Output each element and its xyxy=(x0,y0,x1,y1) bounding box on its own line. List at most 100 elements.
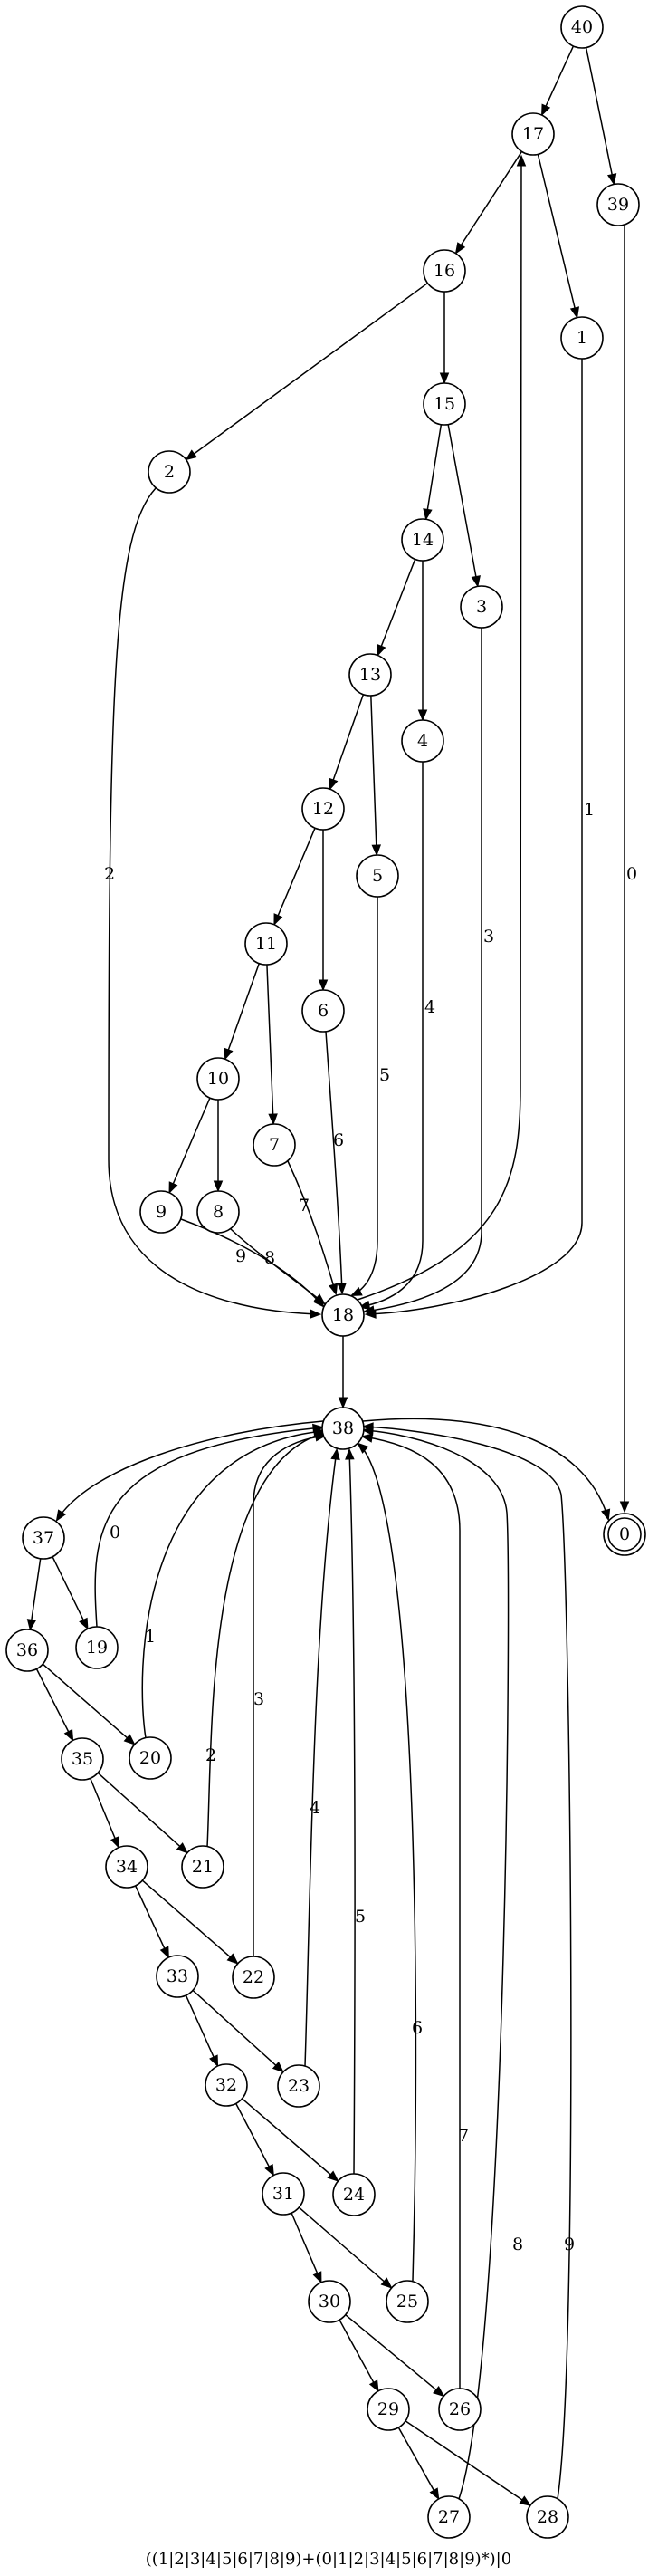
state-node-33: 33 xyxy=(156,1955,199,1998)
edge-label: 7 xyxy=(458,2126,469,2146)
edge-line xyxy=(206,1432,325,1848)
arrowhead xyxy=(439,372,450,385)
edge-4-to-18: 4 xyxy=(358,762,435,1311)
edge-1-to-18: 1 xyxy=(364,359,595,1319)
edge-line xyxy=(364,628,482,1312)
arrowhead xyxy=(185,449,197,461)
edge-label: 6 xyxy=(412,2018,423,2038)
state-label: 11 xyxy=(255,934,277,954)
state-label: 31 xyxy=(272,2184,294,2204)
edge-2-to-18: 2 xyxy=(104,487,322,1319)
arrowhead xyxy=(312,2271,322,2284)
state-circle xyxy=(196,1057,240,1101)
edge-13-to-5 xyxy=(370,695,381,857)
arrowhead xyxy=(569,306,580,319)
edge-16-to-15 xyxy=(439,292,450,385)
state-circle xyxy=(423,249,466,293)
state-label: 20 xyxy=(139,1748,161,1768)
accepting-state-0: 0 xyxy=(603,1513,646,1556)
state-node-8: 8 xyxy=(196,1190,240,1234)
edge-line xyxy=(345,2314,443,2397)
edge-11-to-10 xyxy=(224,963,260,1061)
edge-37-to-36 xyxy=(26,1558,42,1631)
arrowhead xyxy=(55,1509,67,1522)
arrowhead xyxy=(429,2487,440,2501)
state-circle xyxy=(321,1407,365,1450)
edge-label: 5 xyxy=(379,1065,390,1085)
state-label: 25 xyxy=(396,2292,418,2312)
edge-line xyxy=(52,1556,89,1629)
edge-line xyxy=(537,154,578,317)
arrowhead xyxy=(380,2277,393,2289)
state-circle xyxy=(105,1845,148,1889)
arrowhead xyxy=(123,1734,136,1745)
state-label: 40 xyxy=(571,17,593,37)
arrowhead xyxy=(360,1433,374,1443)
edge-line xyxy=(287,1160,337,1294)
state-node-26: 26 xyxy=(438,2388,482,2431)
state-node-9: 9 xyxy=(139,1190,183,1234)
arrowhead xyxy=(417,709,428,722)
state-circle xyxy=(129,1736,172,1780)
edge-20-to-38: 1 xyxy=(141,1427,326,1739)
edge-line xyxy=(134,1885,169,1957)
arrowhead xyxy=(454,242,466,255)
state-label: 0 xyxy=(619,1524,630,1544)
edge-36-to-20 xyxy=(42,1663,136,1745)
state-circle xyxy=(356,854,399,898)
state-label: 35 xyxy=(72,1749,93,1769)
state-circle xyxy=(61,1737,104,1781)
edge-line xyxy=(97,1772,187,1853)
state-node-15: 15 xyxy=(423,382,466,426)
state-label: 21 xyxy=(192,1857,214,1877)
edge-line xyxy=(397,2427,439,2499)
arrowhead xyxy=(471,575,481,588)
edge-30-to-26 xyxy=(345,2314,445,2398)
arrowhead xyxy=(338,1397,348,1409)
arrowhead xyxy=(268,1113,278,1126)
state-node-39: 39 xyxy=(596,183,640,226)
state-node-30: 30 xyxy=(308,2280,351,2323)
edge-line xyxy=(241,2098,339,2181)
edge-line xyxy=(366,359,583,1315)
state-label: 7 xyxy=(269,1135,280,1155)
edge-line xyxy=(141,1879,238,1964)
state-node-10: 10 xyxy=(196,1057,240,1101)
state-node-3: 3 xyxy=(460,585,503,629)
edge-22-to-38: 3 xyxy=(253,1432,328,1956)
state-circle xyxy=(139,1190,183,1234)
arrowhead xyxy=(110,1836,119,1849)
edge-31-to-30 xyxy=(291,2212,322,2284)
arrowhead xyxy=(213,1180,224,1193)
edge-33-to-32 xyxy=(185,1994,219,2068)
state-label: 30 xyxy=(319,2292,340,2312)
state-node-1: 1 xyxy=(560,316,604,360)
edge-line xyxy=(304,1449,338,2067)
edge-line xyxy=(230,1228,325,1304)
state-circle xyxy=(148,450,191,494)
arrowhead xyxy=(272,2061,284,2073)
arrowhead xyxy=(329,1283,339,1296)
edge-17-to-1 xyxy=(537,154,580,319)
edge-label: 6 xyxy=(333,1130,344,1150)
state-circle xyxy=(367,2388,410,2431)
edge-line xyxy=(363,1429,510,2500)
edge-15-to-14 xyxy=(423,424,443,521)
state-node-34: 34 xyxy=(105,1845,148,1889)
state-label: 26 xyxy=(449,2399,471,2419)
state-label: 24 xyxy=(343,2185,365,2205)
edge-line xyxy=(339,2319,379,2391)
edge-21-to-38: 2 xyxy=(205,1430,327,1848)
arrowhead xyxy=(433,2385,445,2398)
edge-10-to-9 xyxy=(168,1097,211,1195)
edge-13-to-12 xyxy=(329,694,365,791)
edge-37-to-19 xyxy=(52,1556,89,1630)
arrowhead xyxy=(377,643,386,657)
edge-label: 8 xyxy=(264,1248,275,1268)
edge-38-to-37 xyxy=(55,1420,324,1522)
edge-line xyxy=(90,1777,119,1848)
arrowhead xyxy=(226,1953,239,1965)
edge-15-to-3 xyxy=(447,424,481,588)
state-circle xyxy=(308,2280,351,2323)
